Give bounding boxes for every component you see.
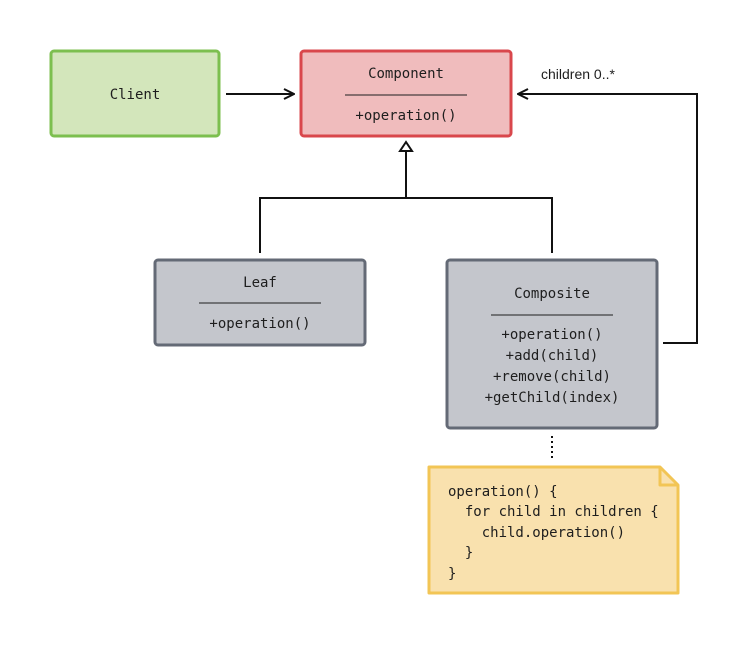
- leaf-class: Leaf +operation(): [153, 258, 367, 347]
- component-operation: +operation(): [355, 108, 456, 124]
- operation-note: operation() { for child in children { ch…: [427, 465, 680, 595]
- note-line: for child in children {: [448, 504, 659, 520]
- note-line: }: [448, 566, 456, 582]
- client-title: Client: [110, 87, 161, 103]
- inheritance-triangle-icon: [398, 140, 414, 152]
- client-box: [49, 49, 221, 138]
- children-multiplicity-label: children 0..*: [541, 66, 615, 82]
- note-line: }: [448, 545, 473, 561]
- client-class: Client: [49, 49, 221, 138]
- composite-add: +add(child): [506, 348, 599, 364]
- note-line: operation() {: [448, 484, 558, 500]
- composite-class: Composite +operation() +add(child) +remo…: [445, 258, 659, 430]
- note-shape: [427, 465, 680, 595]
- leaf-title: Leaf: [243, 275, 277, 291]
- component-title: Component: [368, 66, 444, 82]
- composite-operation: +operation(): [501, 327, 602, 343]
- note-line: child.operation(): [448, 525, 625, 541]
- children-association-line: [518, 94, 698, 344]
- composite-remove: +remove(child): [493, 369, 611, 385]
- component-class: Component +operation(): [299, 49, 513, 138]
- note-fold-icon: [658, 467, 678, 487]
- component-box: [299, 49, 513, 138]
- leaf-operation: +operation(): [209, 316, 310, 332]
- composite-box: [445, 258, 659, 430]
- composite-title: Composite: [514, 286, 590, 302]
- inheritance-connector: [259, 150, 553, 253]
- composite-getchild: +getChild(index): [485, 390, 620, 406]
